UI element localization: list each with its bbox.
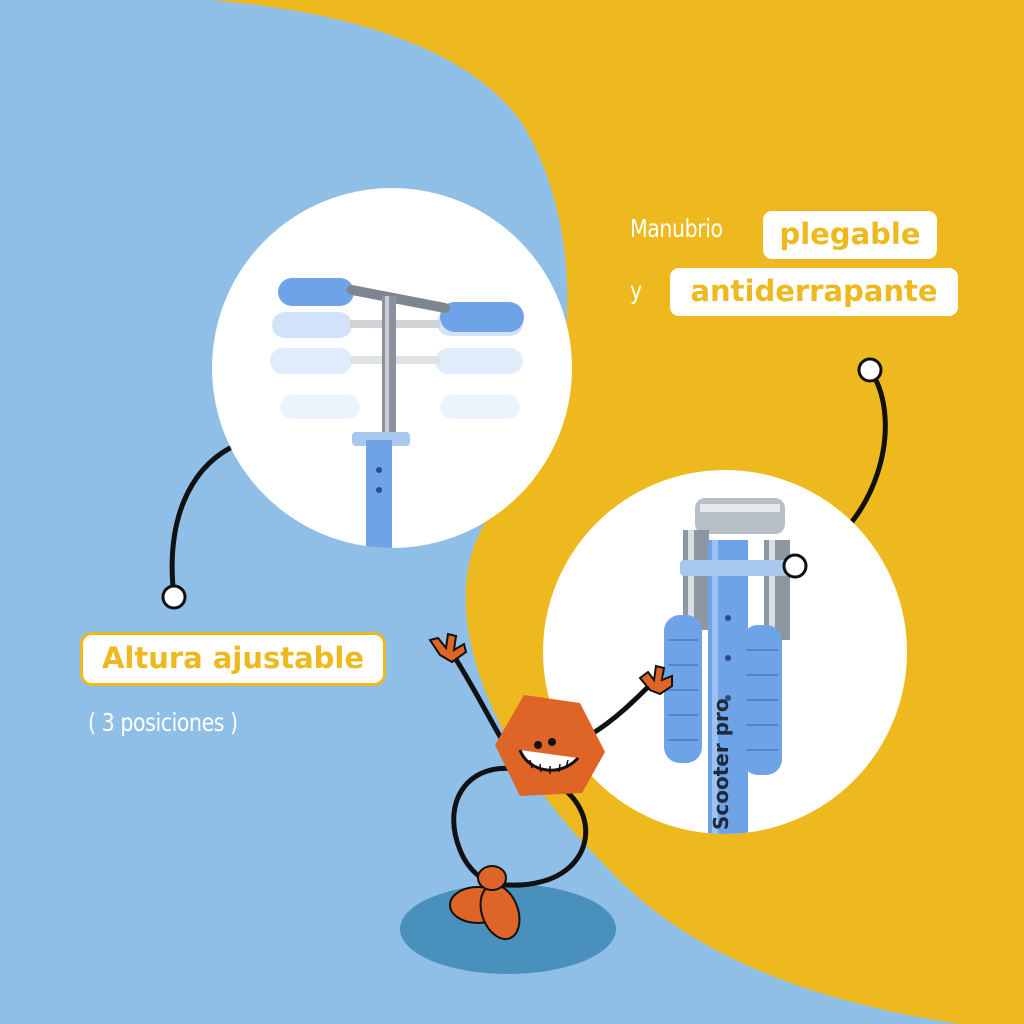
mascot-smile (518, 749, 580, 772)
height-connector-line (169, 445, 233, 600)
mascot-body (495, 695, 605, 796)
grip-feature-badge: antiderrapante (667, 265, 961, 319)
grip-connector-dot-bottom (782, 553, 808, 579)
mascot-left-hand-icon (428, 632, 468, 664)
handlebar-prefix-text: Manubrio (630, 214, 723, 243)
height-feature-badge: Altura ajustable (80, 632, 386, 686)
right-grip-icon (440, 302, 524, 332)
adjustable-height-photo (212, 188, 572, 548)
height-note-text: ( 3 posiciones ) (88, 708, 238, 737)
left-grip-icon (278, 278, 354, 306)
mascot-right-hand-icon (638, 664, 673, 696)
grip-connector-dot-top (857, 357, 883, 383)
mascot-character (428, 632, 673, 941)
handlebar-feature-badge: plegable (760, 208, 940, 262)
folding-handlebar-photo: Scooter pro (543, 470, 907, 834)
height-connector-dot (161, 584, 187, 610)
connector-text: y (630, 276, 642, 305)
scooter-brand-text: Scooter pro (709, 698, 733, 830)
